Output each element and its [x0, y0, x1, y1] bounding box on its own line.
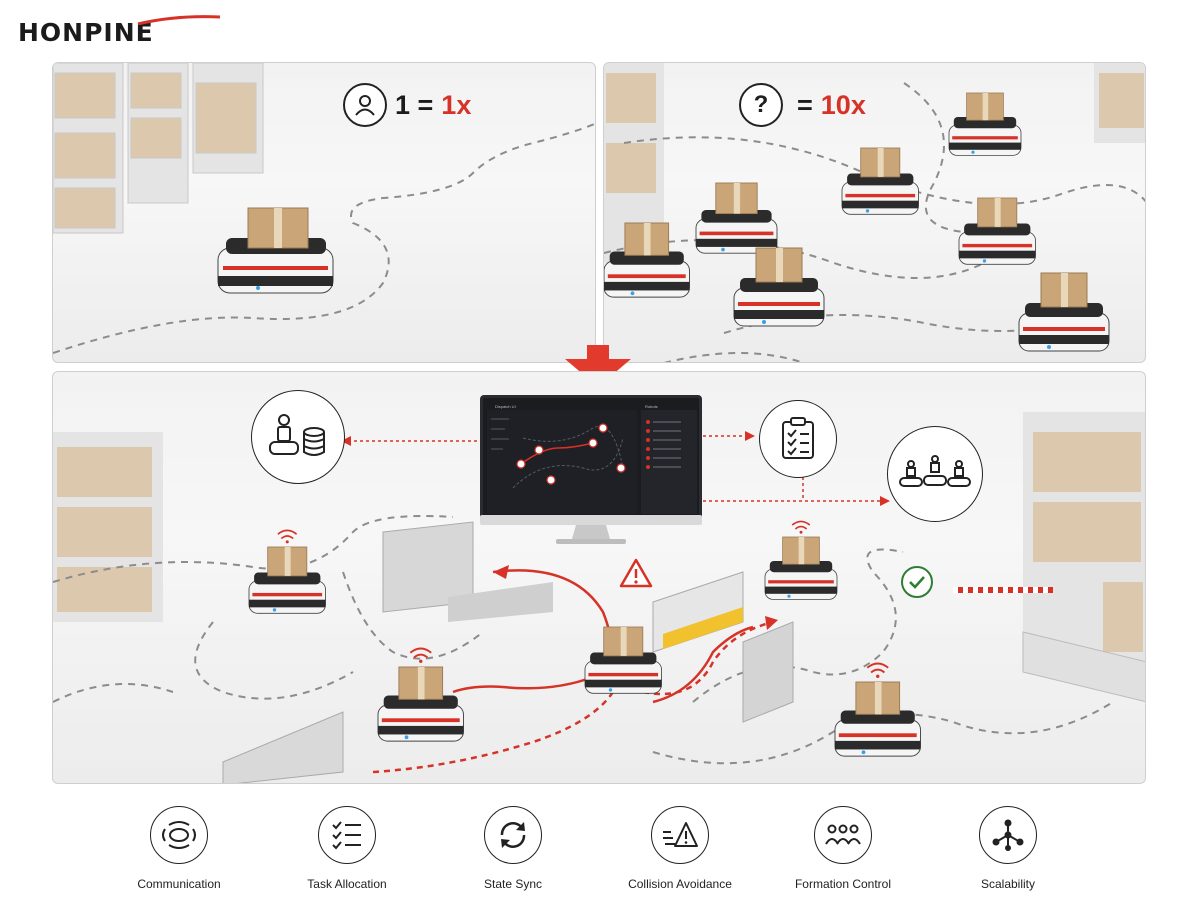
amr-robot	[958, 197, 1036, 265]
scalability-icon	[979, 806, 1037, 864]
robot-path	[53, 122, 595, 354]
checklist-icon	[759, 400, 837, 478]
feature-row: Communication Task Allocation State Sync…	[0, 800, 1200, 910]
amr-robot	[1018, 272, 1110, 352]
equation-rhs: 1x	[441, 89, 472, 120]
amr-robot	[841, 147, 919, 215]
amr-robot	[248, 529, 326, 614]
logo-swoosh	[137, 15, 221, 25]
feature-task-allocation: Task Allocation	[267, 806, 427, 891]
dashboard-title: Dispatch UI	[495, 404, 516, 409]
feature-scalability: Scalability	[928, 806, 1088, 891]
check-icon	[901, 566, 933, 598]
robot-database-icon	[251, 390, 345, 484]
fleet-robots-panel: ? = 10x	[603, 62, 1146, 363]
fleet-scene	[604, 63, 1145, 362]
warehouse-shelf	[604, 63, 1145, 263]
dispatch-monitor: Dispatch UI Robots	[480, 395, 702, 545]
link-arrowhead	[745, 431, 755, 441]
amr-robot	[948, 92, 1022, 156]
multi-robot-system-panel	[52, 371, 1146, 784]
warning-icon	[619, 558, 653, 588]
link-arrowhead	[341, 436, 351, 446]
amr-robot	[733, 247, 825, 327]
feature-label: Collision Avoidance	[628, 877, 732, 891]
dashboard-side-header: Robots	[645, 404, 658, 409]
equation-lhs: 1 =	[395, 89, 434, 120]
amr-robot	[377, 647, 464, 742]
fleet-equation: ? = 10x	[739, 83, 866, 127]
formation-control-icon	[814, 806, 872, 864]
communication-icon	[150, 806, 208, 864]
formation-robots-icon	[887, 426, 983, 522]
amr-robot	[834, 662, 921, 757]
single-robot-equation: 1 = 1x	[343, 83, 471, 127]
feature-label: Formation Control	[794, 877, 892, 891]
collision-avoidance-icon	[651, 806, 709, 864]
question-icon: ?	[739, 83, 783, 127]
single-robot-panel: 1 = 1x	[52, 62, 596, 363]
brand-logo: HONPINE	[18, 15, 221, 48]
system-scene	[53, 412, 1145, 783]
feature-label: Scalability	[980, 877, 1036, 891]
feature-label: Task Allocation	[307, 877, 387, 891]
warehouse-shelf	[53, 412, 1145, 662]
feature-formation-control: Formation Control	[763, 806, 923, 891]
route-arrowhead	[493, 565, 509, 579]
feature-communication: Communication	[99, 806, 259, 891]
route-arrowhead	[765, 616, 778, 630]
monitor-stand	[480, 515, 702, 544]
feature-collision-avoidance: Collision Avoidance	[600, 806, 760, 891]
feature-label: Communication	[137, 877, 221, 891]
robot-list	[646, 420, 681, 469]
amr-robot	[764, 520, 838, 600]
amr-robot	[695, 182, 778, 254]
barrier-wall	[222, 521, 1145, 783]
amr-robot	[584, 626, 662, 694]
state-sync-icon	[484, 806, 542, 864]
dispatch-links	[348, 435, 883, 502]
dispatch-screen: Dispatch UI Robots	[480, 395, 702, 521]
amr-robot	[604, 222, 690, 298]
equation-rhs: 10x	[820, 89, 866, 120]
person-icon	[343, 83, 387, 127]
amr-robot	[217, 207, 334, 294]
feature-label: State Sync	[483, 877, 543, 891]
warehouse-shelf	[53, 63, 264, 234]
brand-name: HONPINE	[18, 18, 154, 47]
link-arrowhead	[880, 496, 890, 506]
fleet-paths	[53, 515, 1114, 765]
equation-lhs: =	[797, 89, 813, 120]
dashboard-map	[487, 410, 697, 514]
task-allocation-icon	[318, 806, 376, 864]
single-robot-scene	[53, 63, 595, 354]
feature-state-sync: State Sync	[433, 806, 593, 891]
